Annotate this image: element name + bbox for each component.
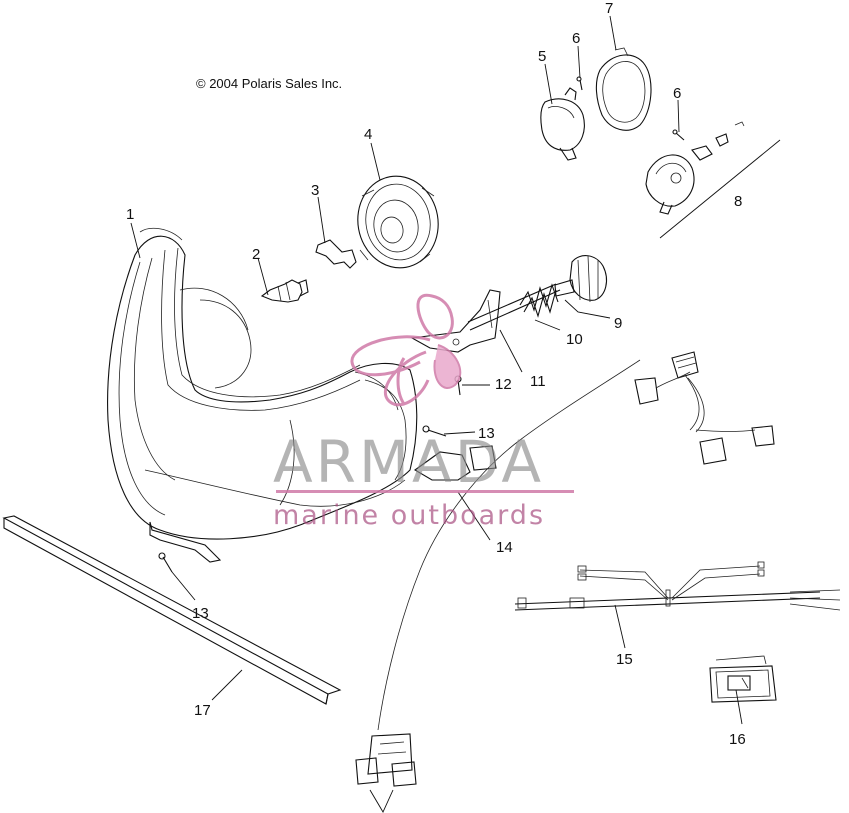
part-7-gasket <box>595 47 652 131</box>
callout-3: 3 <box>311 182 319 199</box>
watermark-brand: ARMADA <box>273 428 544 496</box>
callout-15: 15 <box>616 651 633 668</box>
part-13-screw-upper <box>422 425 447 437</box>
callout-6-upper: 6 <box>572 30 580 47</box>
callout-14: 14 <box>496 539 513 556</box>
part-17-foam-strip <box>2 515 342 705</box>
callout-11: 11 <box>530 373 546 390</box>
butterfly-logo <box>350 293 462 407</box>
callout-17: 17 <box>194 702 211 719</box>
part-10-spring <box>467 283 561 331</box>
callout-13-upper: 13 <box>478 425 495 442</box>
callout-2: 2 <box>252 246 260 263</box>
part-6-screw-upper <box>576 76 583 91</box>
connector-harness-right <box>377 351 775 731</box>
watermark-tagline: marine outboards <box>273 500 545 531</box>
callout-7: 7 <box>605 0 613 17</box>
armada-watermark: ARMADA marine outboards <box>273 293 574 531</box>
callout-13-lower: 13 <box>192 605 209 622</box>
callout-1: 1 <box>126 206 134 223</box>
part-6-screw-lower <box>672 129 685 141</box>
leader-lines <box>130 15 743 725</box>
callout-10: 10 <box>566 331 583 348</box>
part-3-retaining-clip <box>315 239 357 269</box>
part-4-reflector <box>357 175 439 269</box>
part-13-screw-lower <box>158 552 173 573</box>
part-9-adjuster-knob <box>554 255 607 303</box>
callout-16: 16 <box>729 731 746 748</box>
watermark-rule <box>276 490 574 493</box>
part-16-switch <box>709 655 777 703</box>
part-2-bulb <box>260 279 309 303</box>
callout-numbers: 1 2 3 4 5 6 7 6 8 9 10 11 12 13 14 13 15… <box>126 0 746 748</box>
callout-5: 5 <box>538 48 546 65</box>
callout-6-lower: 6 <box>673 85 681 102</box>
part-8-lamp-assembly <box>645 121 781 239</box>
connector-bottom <box>355 733 417 813</box>
part-14-mount-bracket <box>413 445 497 481</box>
callout-9: 9 <box>614 315 622 332</box>
copyright-text: © 2004 Polaris Sales Inc. <box>196 76 342 91</box>
part-5-sealed-beam <box>540 87 585 161</box>
callout-4: 4 <box>364 126 372 143</box>
callout-12: 12 <box>495 376 512 393</box>
part-15-wire-harness <box>514 561 841 611</box>
callout-8: 8 <box>734 193 742 210</box>
part-11-bracket <box>410 289 501 353</box>
